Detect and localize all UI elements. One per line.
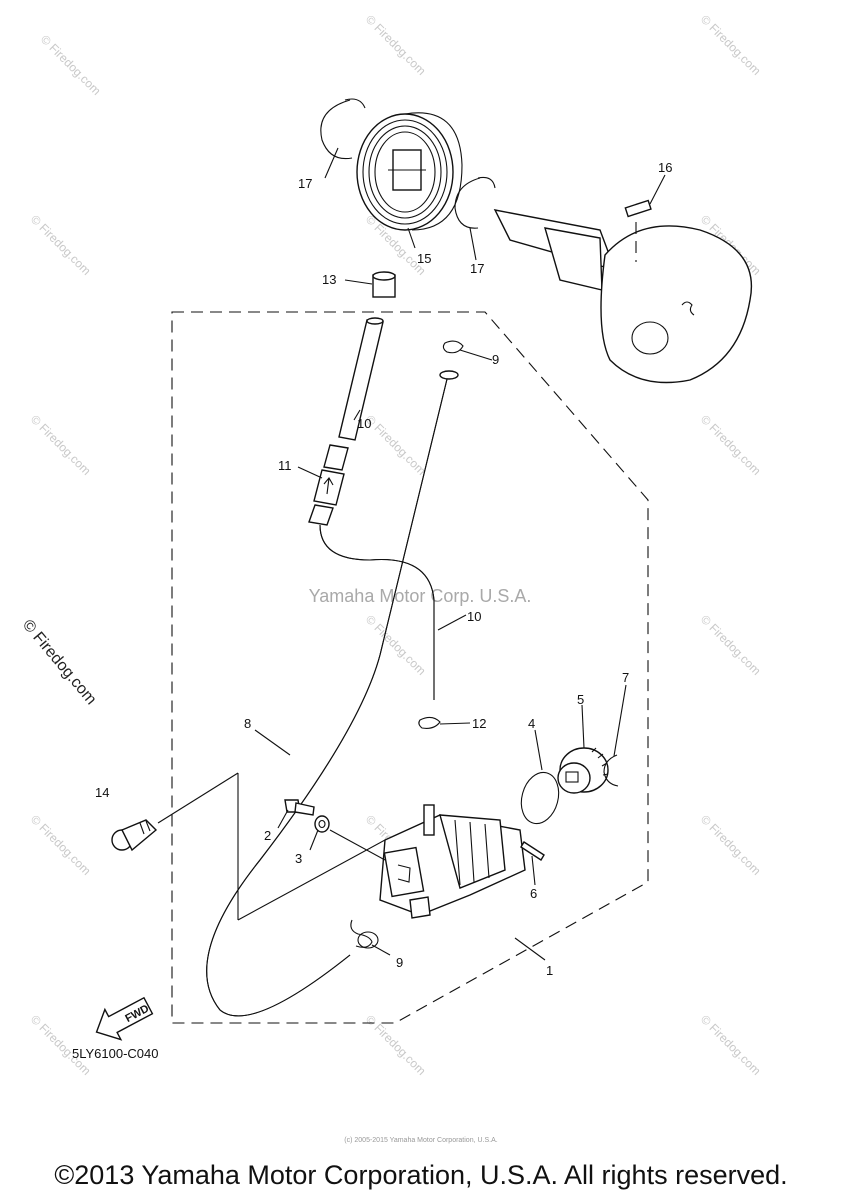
watermark: © Firedog.com bbox=[38, 32, 104, 98]
watermark: © Firedog.com bbox=[698, 812, 764, 878]
circlip-part bbox=[454, 176, 496, 229]
watermark: © Firedog.com bbox=[698, 1012, 764, 1078]
clip-part bbox=[603, 754, 619, 787]
watermark: © Firedog.com bbox=[363, 1012, 429, 1078]
callout-2: 2 bbox=[264, 828, 271, 843]
shaft-cover-part bbox=[493, 209, 753, 384]
washer-part bbox=[314, 815, 330, 833]
callout-10: 10 bbox=[467, 609, 481, 624]
callout-17: 17 bbox=[470, 261, 484, 276]
pulley-part bbox=[356, 112, 463, 231]
callout-15: 15 bbox=[417, 251, 431, 266]
hose-part bbox=[338, 317, 384, 441]
watermark: © Firedog.com bbox=[698, 412, 764, 478]
watermark: © Firedog.com bbox=[28, 812, 94, 878]
oil-hose-part bbox=[206, 370, 459, 1017]
gear-part bbox=[557, 747, 609, 794]
watermark: © Firedog.com bbox=[363, 12, 429, 78]
watermark: © Firedog.com bbox=[28, 212, 94, 278]
oil-pump-part bbox=[379, 804, 526, 919]
callout-9: 9 bbox=[396, 955, 403, 970]
pin-part bbox=[520, 841, 545, 861]
watermark: © Firedog.com bbox=[698, 12, 764, 78]
watermark: © Firedog.com bbox=[28, 412, 94, 478]
circlip-part bbox=[320, 98, 366, 160]
callout-8: 8 bbox=[244, 716, 251, 731]
pin-part bbox=[624, 199, 652, 262]
bolt-part bbox=[111, 819, 158, 852]
callout-12: 12 bbox=[472, 716, 486, 731]
callout-10: 10 bbox=[357, 416, 371, 431]
callout-9: 9 bbox=[492, 352, 499, 367]
callout-1: 1 bbox=[546, 963, 553, 978]
collar-part bbox=[372, 271, 396, 298]
callout-13: 13 bbox=[322, 272, 336, 287]
callout-16: 16 bbox=[658, 160, 672, 175]
leader-lines bbox=[157, 147, 666, 961]
watermark: © Firedog.com bbox=[363, 612, 429, 678]
callout-5: 5 bbox=[577, 692, 584, 707]
callout-17: 17 bbox=[298, 176, 312, 191]
callout-4: 4 bbox=[528, 716, 535, 731]
small-credit: (c) 2005-2015 Yamaha Motor Corporation, … bbox=[344, 1137, 498, 1144]
callout-7: 7 bbox=[622, 670, 629, 685]
center-watermark: Yamaha Motor Corp. U.S.A. bbox=[309, 586, 532, 606]
callout-11: 11 bbox=[278, 458, 292, 473]
callout-3: 3 bbox=[295, 851, 302, 866]
callout-6: 6 bbox=[530, 886, 537, 901]
hose-clip-part bbox=[418, 716, 441, 729]
hose-part bbox=[319, 524, 435, 700]
fwd-arrow-icon: FWD bbox=[95, 996, 154, 1041]
watermark: © Firedog.com bbox=[363, 412, 429, 478]
bolt-part bbox=[284, 799, 315, 816]
copyright-footer: ©2013 Yamaha Motor Corporation, U.S.A. A… bbox=[54, 1160, 788, 1190]
hose-clip-part bbox=[350, 919, 379, 949]
o-ring-part bbox=[520, 771, 560, 825]
callout-14: 14 bbox=[95, 785, 109, 800]
watermark: © Firedog.com bbox=[698, 612, 764, 678]
filter-part bbox=[308, 444, 349, 526]
callout-labels: 17 15 17 16 13 9 10 11 10 12 4 5 7 8 14 … bbox=[95, 160, 672, 978]
assembly-boundary bbox=[171, 311, 649, 1024]
hose-clip-part bbox=[442, 340, 464, 354]
side-watermark: © Firedog.com bbox=[19, 617, 100, 708]
diagram-code: 5LY6100-C040 bbox=[72, 1046, 159, 1061]
